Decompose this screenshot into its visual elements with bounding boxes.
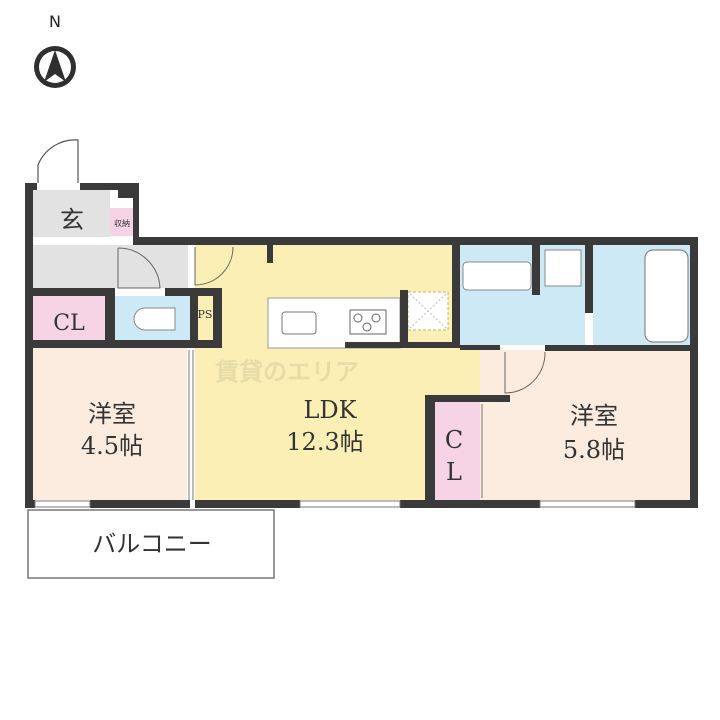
entrance-label: 玄 (60, 206, 84, 234)
western-room-small (33, 348, 187, 500)
closet-left-label: CL (53, 311, 85, 336)
storage-area (110, 208, 134, 236)
toilet-icon (133, 307, 176, 331)
balcony-label: バルコニー (92, 530, 212, 558)
western-room-small-size: 4.5帖 (81, 432, 143, 460)
north-arrow-icon: N (34, 12, 76, 88)
western-room-large-size: 5.8帖 (563, 436, 625, 464)
door-swings (117, 246, 546, 394)
windows (34, 500, 636, 508)
hallway-floor (33, 245, 188, 288)
watermark: 賃貸のエリア (214, 358, 359, 386)
western-room-large-label: 洋室 (570, 402, 618, 430)
western-room-small-label: 洋室 (88, 400, 136, 428)
ldk-label: LDK (303, 396, 357, 424)
washing-machine (544, 249, 582, 287)
entrance-floor (33, 190, 110, 237)
ldk-size: 12.3帖 (286, 428, 363, 456)
stove-icon (349, 309, 387, 335)
closet-right (435, 402, 480, 500)
sliding-doors (188, 350, 483, 500)
bathtub (644, 249, 689, 343)
pipe-space-label: PS (198, 308, 213, 321)
storage-label: 収納 (114, 218, 130, 228)
closet-right-label-top: C (445, 426, 463, 454)
north-label: N (49, 12, 61, 31)
closet-right-label-bottom: L (446, 458, 462, 486)
entrance-door (37, 139, 79, 183)
balcony (27, 509, 275, 579)
closet-left (33, 296, 105, 340)
walls (25, 183, 698, 508)
kitchen-sink (281, 311, 317, 335)
wash-basin (462, 261, 532, 291)
